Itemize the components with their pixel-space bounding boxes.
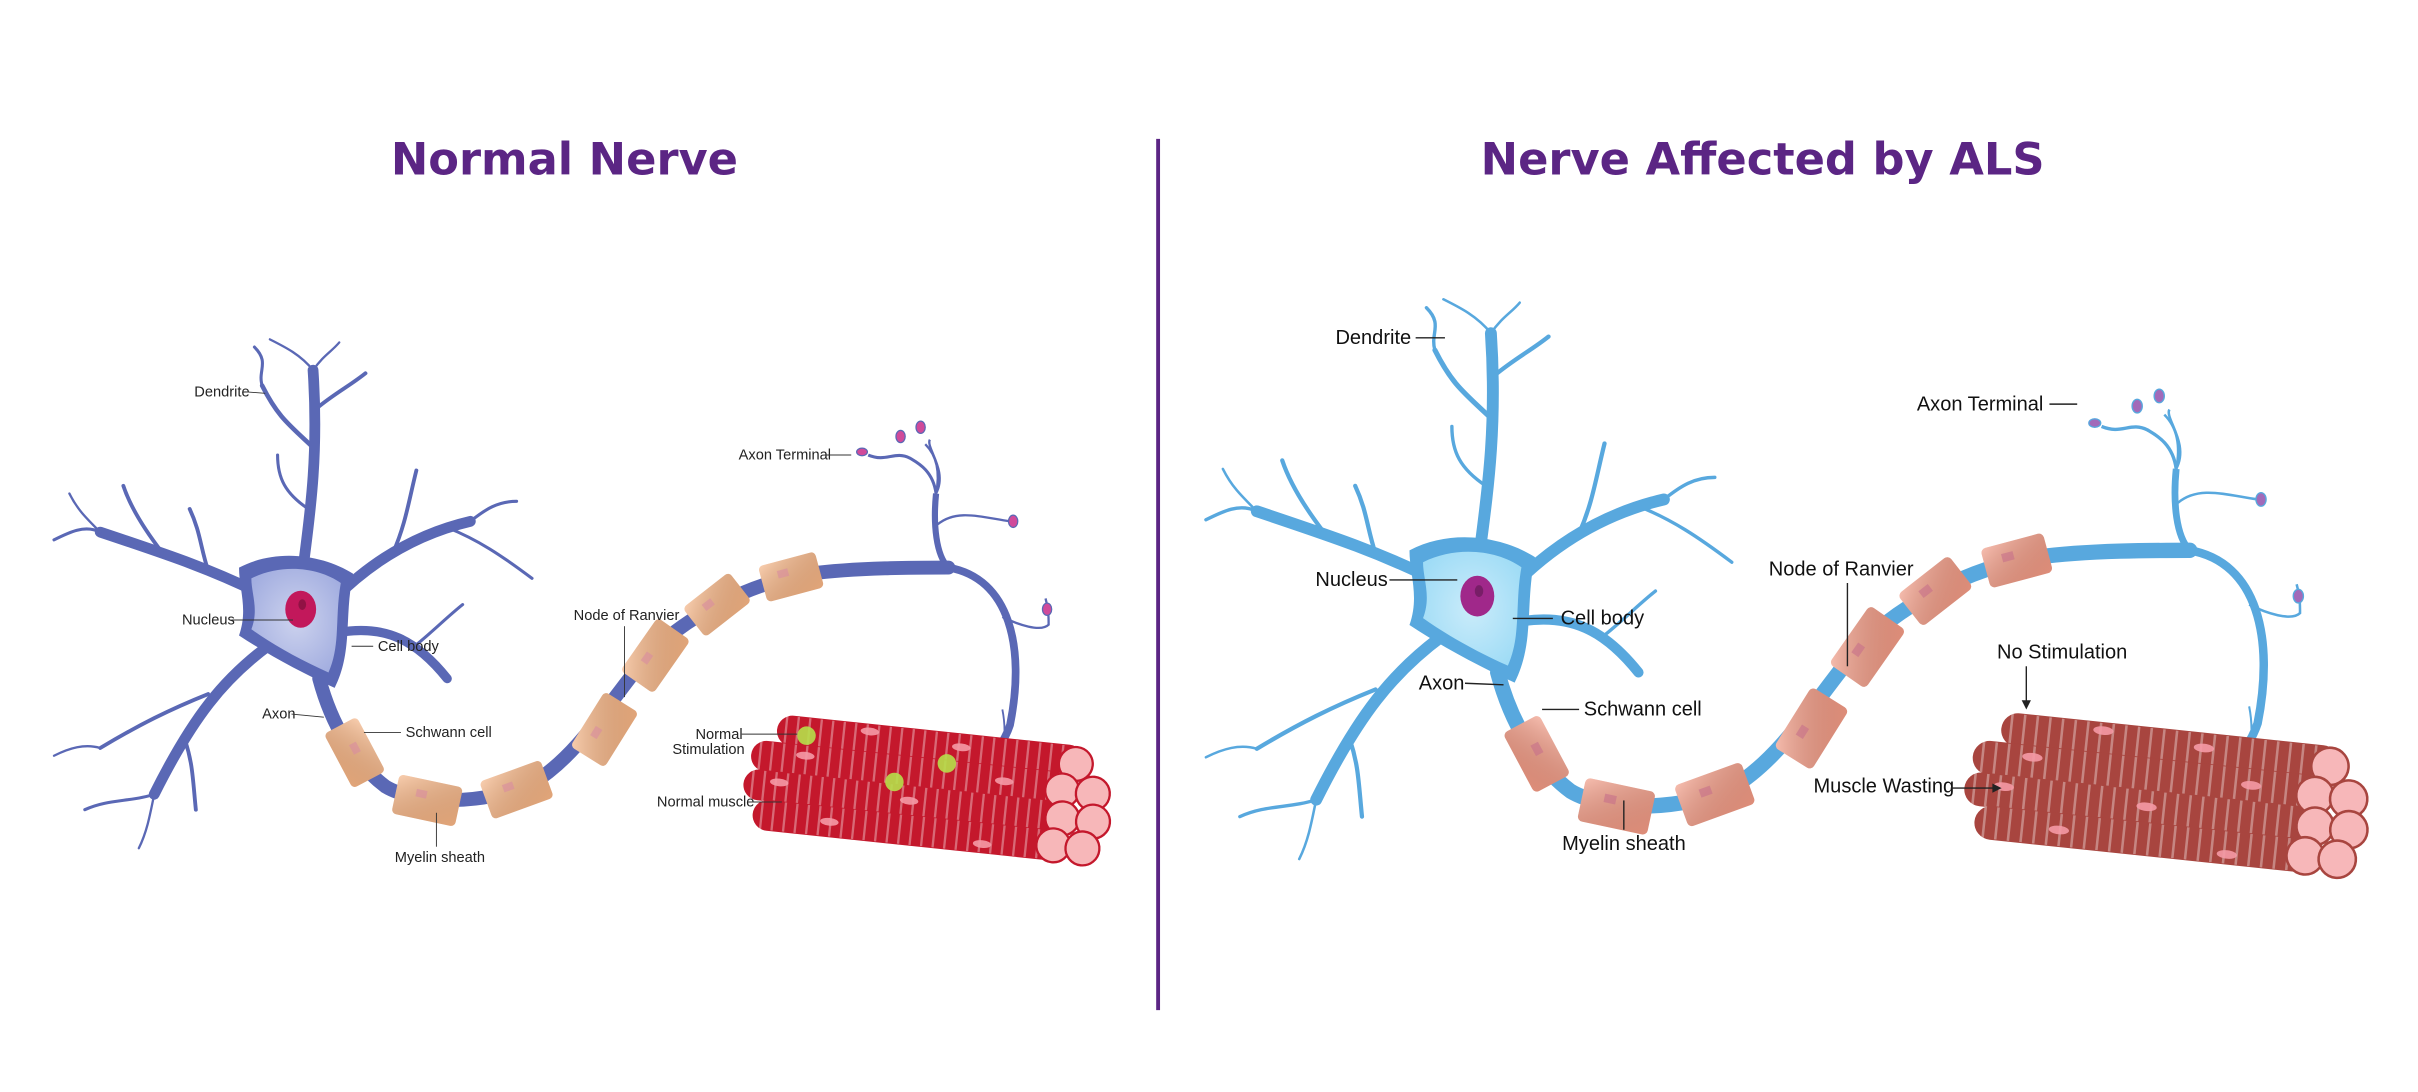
label-dendrite: Dendrite: [1335, 327, 1411, 349]
right-panel-title: Nerve Affected by ALS: [1481, 132, 2045, 185]
left-panel-title: Normal Nerve: [391, 132, 738, 185]
label-schwann-cell: Schwann cell: [1584, 699, 1702, 721]
label-axon: Axon: [262, 707, 295, 723]
label-axon: Axon: [1419, 672, 1465, 694]
label-node-of-ranvier: Node of Ranvier: [574, 608, 680, 624]
right-labels: Dendrite Nucleus Cell body Axon Schwann …: [1315, 327, 2127, 855]
label-normal-stimulation-1: Normal: [695, 727, 742, 743]
label-node-of-ranvier: Node of Ranvier: [1769, 558, 1914, 580]
normal-neuron-illustration: [54, 339, 1118, 868]
label-no-stimulation: No Stimulation: [1997, 642, 2127, 664]
label-myelin-sheath: Myelin sheath: [1562, 833, 1686, 855]
label-cell-body: Cell body: [378, 639, 440, 655]
label-nucleus: Nucleus: [1315, 569, 1387, 591]
label-myelin-sheath: Myelin sheath: [395, 850, 485, 866]
label-muscle-wasting: Muscle Wasting: [1814, 776, 1955, 798]
label-axon-terminal: Axon Terminal: [1917, 393, 2044, 415]
label-cell-body: Cell body: [1561, 608, 1645, 630]
label-schwann-cell: Schwann cell: [406, 725, 492, 741]
label-axon-terminal: Axon Terminal: [739, 448, 831, 464]
label-normal-muscle: Normal muscle: [657, 795, 755, 811]
stimulation-glow-icons: [797, 726, 957, 792]
label-nucleus: Nucleus: [182, 613, 235, 629]
label-dendrite: Dendrite: [194, 384, 249, 400]
label-normal-stimulation-2: Stimulation: [672, 742, 744, 758]
left-labels: Dendrite Nucleus Cell body Axon Schwann …: [182, 384, 852, 866]
